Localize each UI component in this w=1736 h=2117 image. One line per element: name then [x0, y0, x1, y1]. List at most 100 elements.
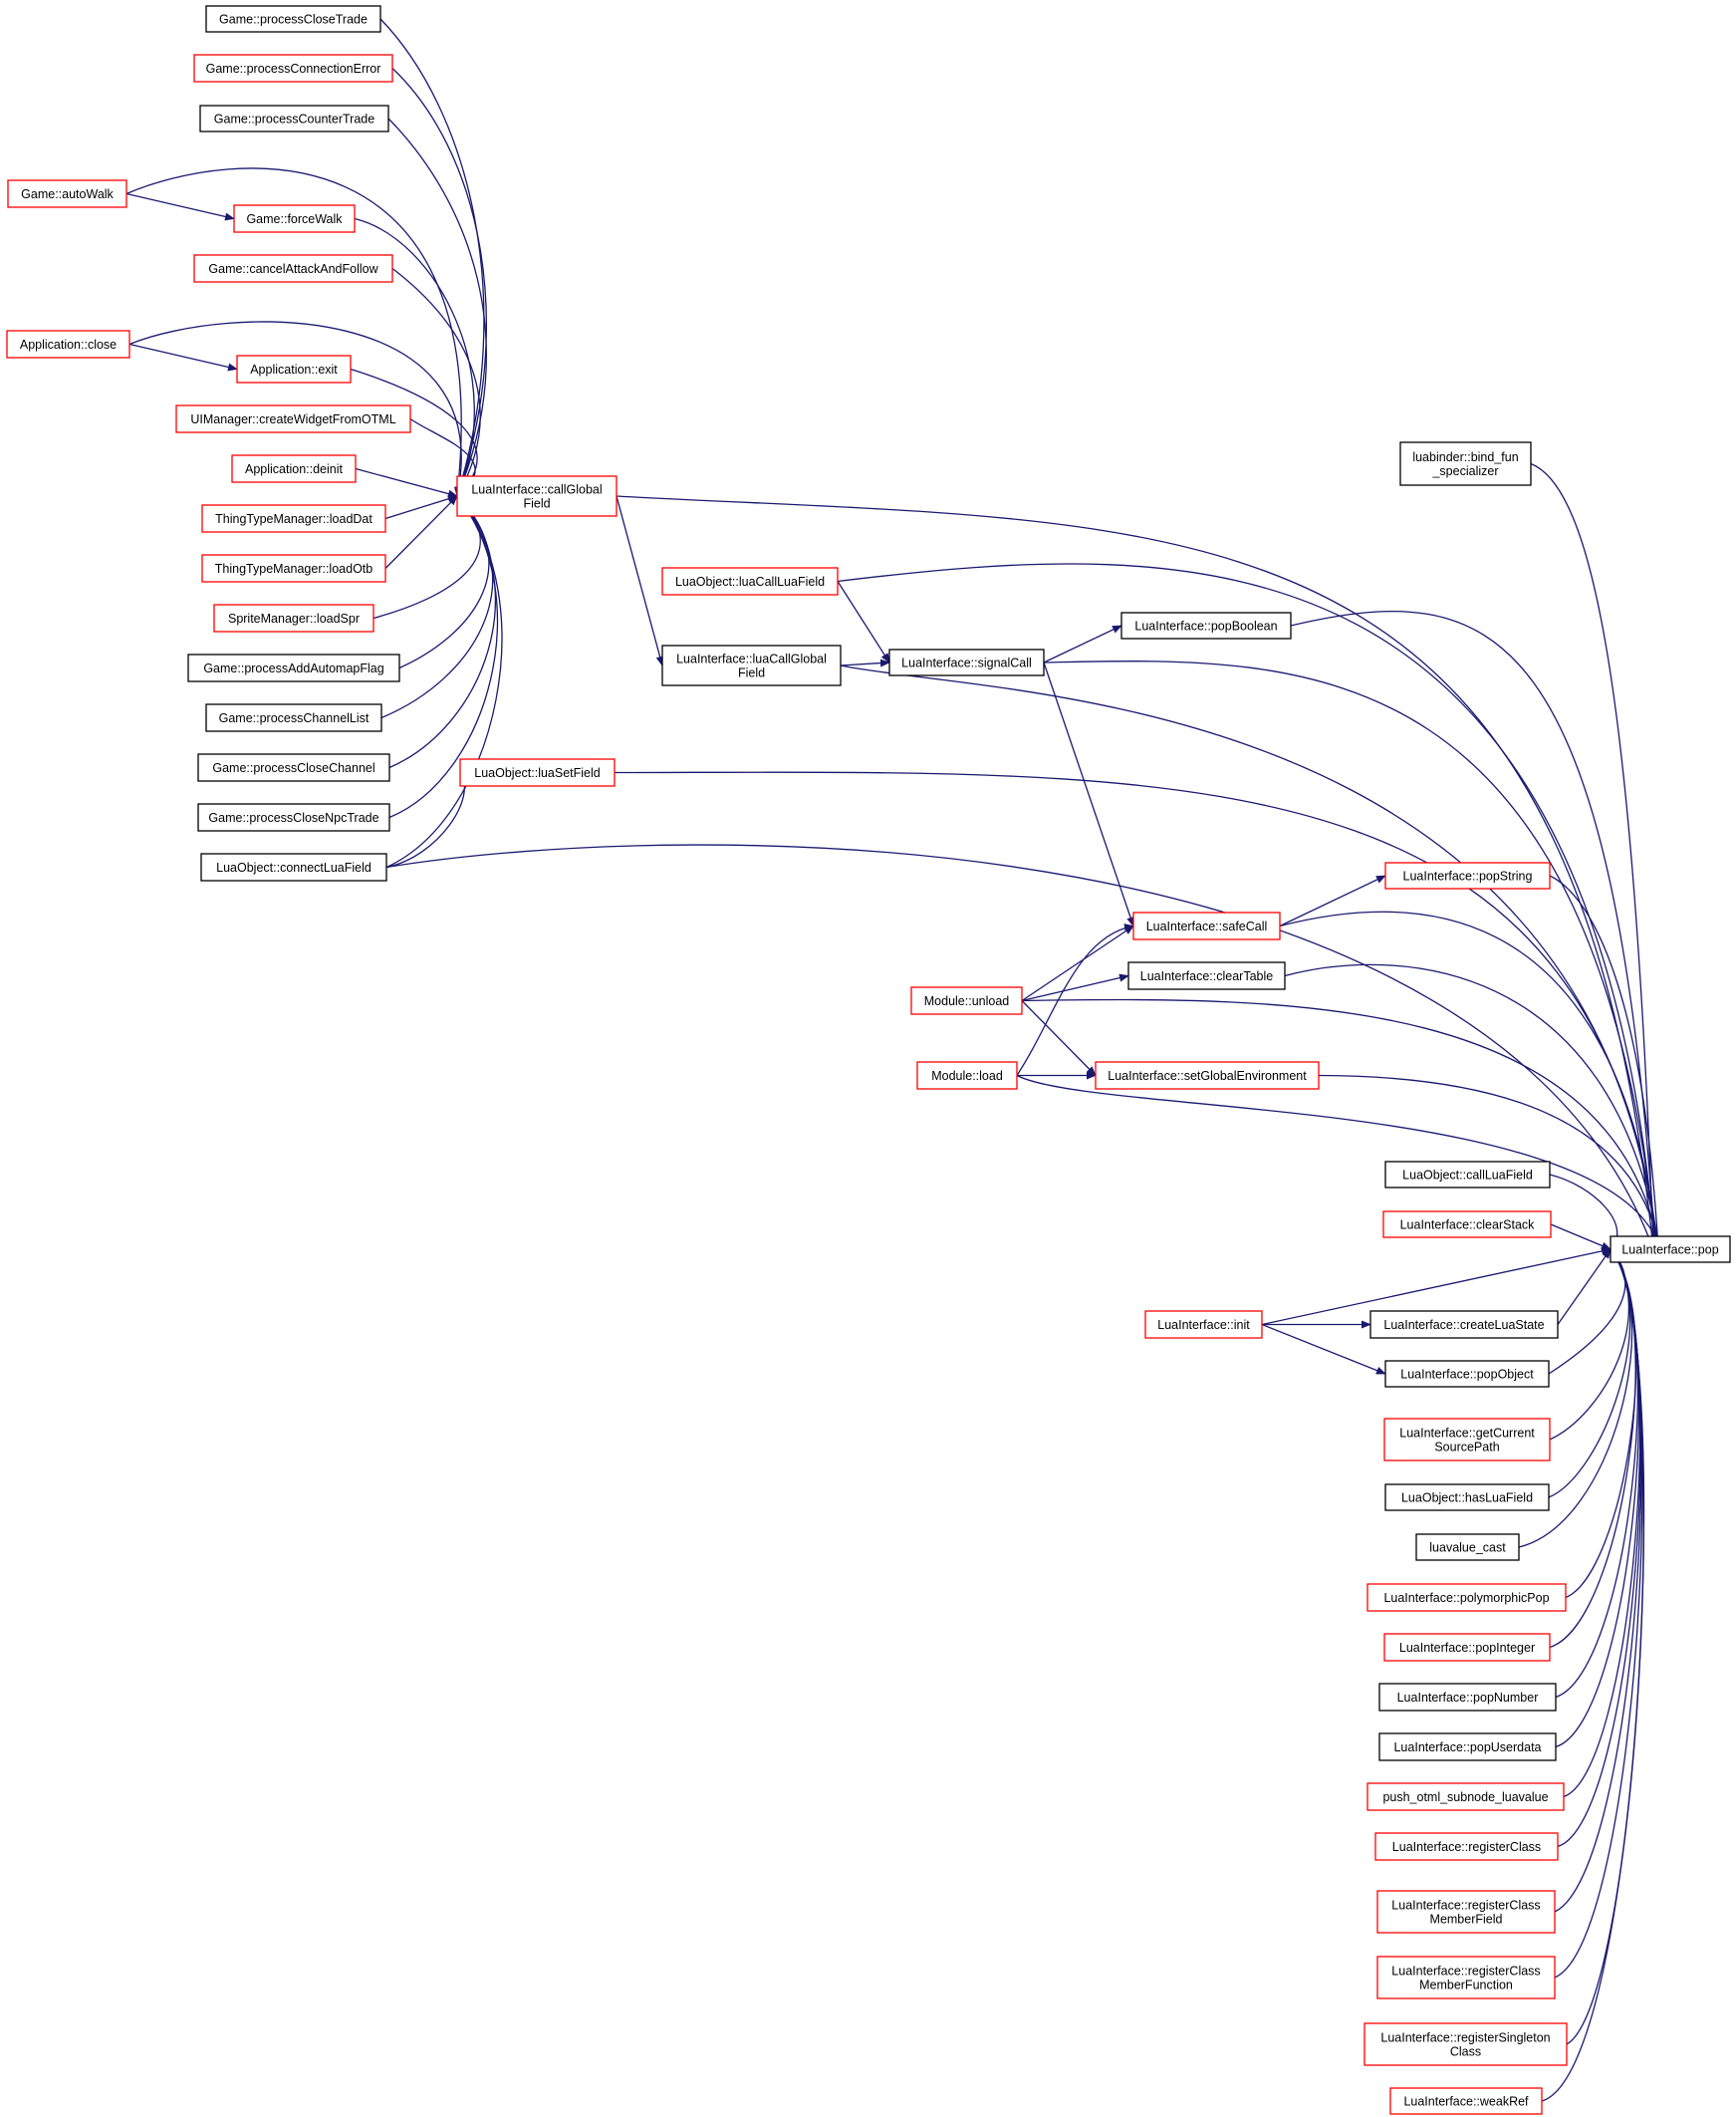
edge-setglobalenv-to-pop	[1318, 1074, 1663, 1250]
node-label: LuaInterface::clearTable	[1140, 969, 1273, 983]
node-label: LuaInterface::weakRef	[1403, 2095, 1529, 2109]
node-paddmap[interactable]: Game::processAddAutomapFlag	[187, 654, 400, 682]
edge-popobject-to-pop	[1548, 1248, 1626, 1375]
node-box	[1384, 1360, 1550, 1388]
edge-modunload-to-setglobalenv	[1021, 1000, 1097, 1077]
node-luacallluafield[interactable]: LuaObject::luaCallLuaField	[661, 567, 839, 596]
node-forcewalk[interactable]: Game::forceWalk	[233, 204, 356, 233]
node-modunload[interactable]: Module::unload	[910, 986, 1023, 1015]
node-label: LuaInterface::popInteger	[1399, 1641, 1535, 1655]
node-label: LuaInterface::popBoolean	[1134, 620, 1277, 634]
edge-callglobal-to-luacallglobal	[616, 495, 664, 666]
node-popnumber[interactable]: LuaInterface::popNumber	[1378, 1683, 1557, 1712]
node-box	[1127, 961, 1286, 990]
edge-signalcall-to-safecall	[1043, 662, 1134, 927]
node-box	[236, 355, 352, 384]
node-popobject[interactable]: LuaInterface::popObject	[1384, 1360, 1550, 1388]
node-pchanlist[interactable]: Game::processChannelList	[205, 703, 382, 732]
edge-forcewalk-to-callglobal	[354, 217, 475, 497]
node-weakref[interactable]: LuaInterface::weakRef	[1389, 2087, 1543, 2115]
node-autowalk[interactable]: Game::autoWalk	[7, 179, 127, 208]
node-popinteger[interactable]: LuaInterface::popInteger	[1383, 1633, 1551, 1662]
edge-polypop-to-pop	[1565, 1248, 1637, 1599]
node-box	[1383, 1418, 1551, 1461]
node-pushotml[interactable]: push_otml_subnode_luavalue	[1366, 1782, 1565, 1811]
node-loaddat[interactable]: ThingTypeManager::loadDat	[201, 504, 386, 533]
node-box	[1384, 862, 1551, 890]
node-box	[231, 454, 357, 483]
edge-popuserdata-to-pop	[1555, 1248, 1639, 1748]
node-cleartable[interactable]: LuaInterface::clearTable	[1127, 961, 1286, 990]
node-pclosechan[interactable]: Game::processCloseChannel	[197, 753, 390, 782]
node-signalcall[interactable]: LuaInterface::signalCall	[888, 649, 1045, 676]
edge-init-to-pop	[1261, 1246, 1612, 1326]
node-clearstack[interactable]: LuaInterface::clearStack	[1382, 1210, 1552, 1238]
edge-pce-to-callglobal	[391, 68, 487, 497]
node-pop[interactable]: LuaInterface::pop	[1610, 1235, 1731, 1263]
node-label: LuaInterface::luaCallGlobal	[676, 653, 827, 666]
node-pcounter[interactable]: Game::processCounterTrade	[199, 105, 389, 132]
edge-bindfun-to-pop	[1530, 462, 1657, 1250]
edge-loadotb-to-callglobal	[384, 495, 458, 569]
node-loadspr[interactable]: SpriteManager::loadSpr	[213, 604, 374, 633]
node-modload[interactable]: Module::load	[916, 1061, 1018, 1090]
node-label: Game::processCloseTrade	[219, 13, 368, 27]
node-box	[1095, 1061, 1320, 1090]
node-hasluafield[interactable]: LuaObject::hasLuaField	[1384, 1483, 1550, 1511]
node-label: Application::deinit	[245, 462, 344, 476]
node-popstring[interactable]: LuaInterface::popString	[1384, 862, 1551, 890]
node-pce[interactable]: Game::processConnectionError	[193, 54, 393, 83]
node-pclosenpc[interactable]: Game::processCloseNpcTrade	[197, 803, 390, 832]
edge-clearstack-to-pop	[1550, 1223, 1612, 1250]
node-cancel[interactable]: Game::cancelAttackAndFollow	[193, 254, 393, 283]
node-popuserdata[interactable]: LuaInterface::popUserdata	[1378, 1732, 1557, 1761]
edge-cleartable-to-pop	[1284, 963, 1662, 1250]
node-box	[916, 1061, 1018, 1090]
node-connect[interactable]: LuaObject::connectLuaField	[200, 853, 387, 882]
node-label: LuaInterface::registerClass	[1391, 1899, 1540, 1913]
node-regmemberfunc[interactable]: LuaInterface::registerClassMemberFunctio…	[1376, 1956, 1556, 1999]
node-safecall[interactable]: LuaInterface::safeCall	[1132, 912, 1281, 940]
node-appclose[interactable]: Application::close	[6, 330, 130, 359]
node-label: MemberField	[1430, 1913, 1503, 1927]
node-init[interactable]: LuaInterface::init	[1144, 1310, 1263, 1339]
node-label: SpriteManager::loadSpr	[228, 612, 360, 626]
node-appdeinit[interactable]: Application::deinit	[231, 454, 357, 483]
node-pct[interactable]: Game::processCloseTrade	[205, 5, 381, 33]
node-loadotb[interactable]: ThingTypeManager::loadOtb	[201, 554, 386, 583]
node-popboolean[interactable]: LuaInterface::popBoolean	[1120, 612, 1292, 640]
node-bindfun[interactable]: luabinder::bind_fun_specializer	[1399, 441, 1532, 486]
edge-luacallglobal-to-signalcall	[840, 659, 890, 667]
node-callluafield[interactable]: LuaObject::callLuaField	[1384, 1161, 1551, 1189]
node-box	[193, 54, 393, 83]
node-box	[193, 254, 393, 283]
node-box	[1366, 1782, 1565, 1811]
node-luasetfield[interactable]: LuaObject::luaSetField	[459, 758, 616, 787]
node-box	[1610, 1235, 1731, 1263]
node-box	[456, 475, 618, 517]
node-label: LuaInterface::registerSingleton	[1380, 2031, 1550, 2045]
node-label: Game::processCounterTrade	[214, 113, 374, 127]
node-polypop[interactable]: LuaInterface::polymorphicPop	[1366, 1583, 1567, 1612]
node-box	[459, 758, 616, 787]
edge-regclass-to-pop	[1557, 1248, 1641, 1848]
node-appexit[interactable]: Application::exit	[236, 355, 352, 384]
node-label: LuaInterface::popUserdata	[1393, 1740, 1541, 1754]
node-label: Game::processCloseChannel	[212, 761, 374, 775]
node-createstate[interactable]: LuaInterface::createLuaState	[1369, 1310, 1559, 1339]
node-luavaluecast[interactable]: luavalue_cast	[1415, 1533, 1520, 1561]
edge-modunload-to-cleartable	[1021, 973, 1129, 1002]
node-regclass[interactable]: LuaInterface::registerClass	[1374, 1832, 1559, 1861]
node-label: MemberFunction	[1419, 1979, 1513, 1992]
node-label: Game::forceWalk	[246, 212, 343, 226]
node-setglobalenv[interactable]: LuaInterface::setGlobalEnvironment	[1095, 1061, 1320, 1090]
node-box	[197, 803, 390, 832]
node-box	[910, 986, 1023, 1015]
node-box	[661, 567, 839, 596]
node-uimgr[interactable]: UIManager::createWidgetFromOTML	[175, 404, 411, 433]
